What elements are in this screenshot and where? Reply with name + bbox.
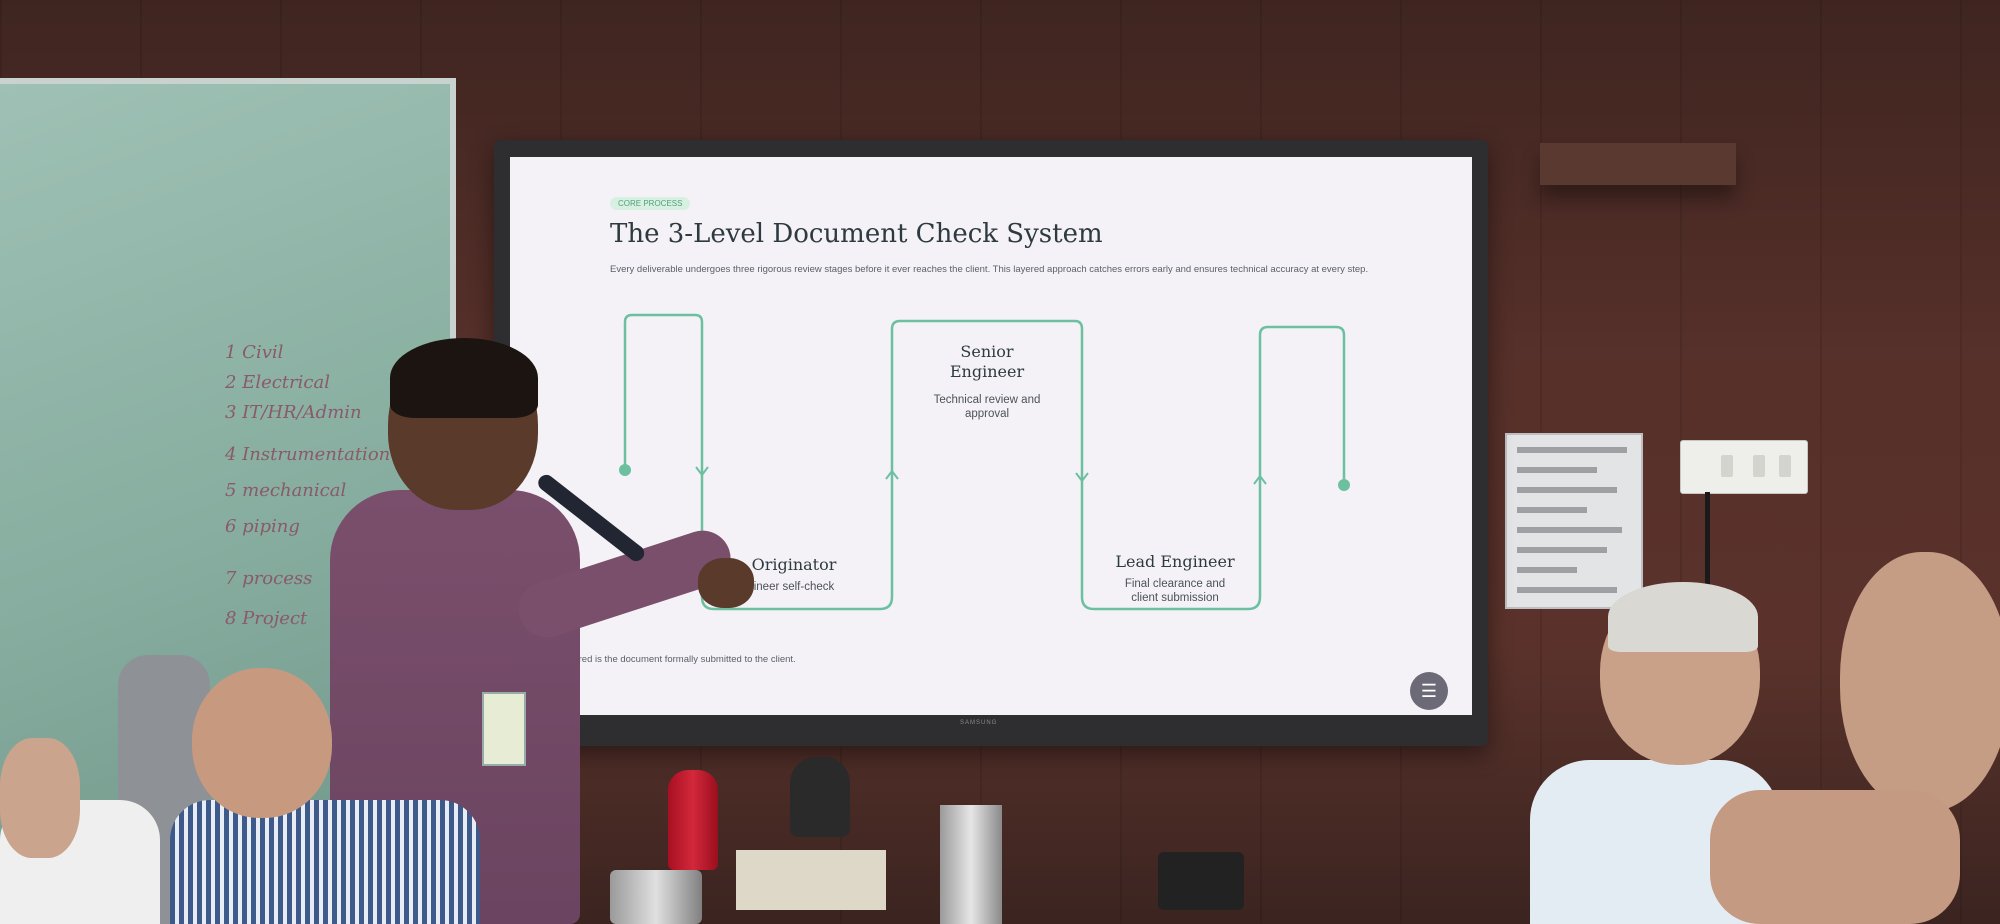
audience-member-head	[1840, 552, 2000, 812]
stage-title-lead-engineer: Lead Engineer	[1115, 552, 1235, 571]
slide-tag: CORE PROCESS	[610, 197, 691, 210]
router-device	[1158, 852, 1244, 910]
presentation-slide: CORE PROCESS The 3-Level Document Check …	[510, 157, 1472, 715]
flow-path	[623, 313, 1346, 611]
slide-title: The 3-Level Document Check System	[610, 219, 1103, 249]
audience-member-hair	[1608, 582, 1758, 652]
whiteboard-line: 1 Civil	[225, 342, 284, 363]
whiteboard-line: 8 Project	[225, 608, 308, 629]
conference-camera	[790, 757, 850, 837]
wall-shelf	[1540, 143, 1736, 185]
red-water-bottle	[668, 770, 718, 870]
presenter-hair	[390, 338, 538, 418]
power-cable	[1705, 492, 1710, 592]
stage-title-originator: Originator	[751, 555, 837, 574]
stage-title-senior-engineer: Senior Engineer	[949, 342, 1025, 381]
stage-subtitle-senior-engineer: Technical review and approval	[933, 394, 1041, 420]
tv-brand-logo: SAMSUNG	[960, 720, 998, 726]
whiteboard-line: 6 piping	[225, 516, 300, 537]
flow-arrows	[695, 466, 1267, 485]
power-socket	[1680, 440, 1808, 494]
audience-member-head	[192, 668, 332, 818]
hamburger-icon[interactable]: ☰	[1410, 672, 1448, 710]
audience-member-striped-shirt	[170, 800, 480, 924]
slide-description: Every deliverable undergoes three rigoro…	[610, 264, 1369, 275]
whiteboard-line: 3 IT/HR/Admin	[225, 402, 362, 423]
audience-member-clasped-hands	[1710, 790, 1960, 924]
flow-start-dot	[619, 464, 631, 476]
wall-notice-sheet	[1505, 433, 1643, 609]
desk-box	[736, 850, 886, 910]
audience-member-hand	[0, 738, 80, 858]
stage-subtitle-lead-engineer: Final clearance and client submission	[1124, 578, 1226, 604]
presenter-hand	[698, 558, 754, 608]
flow-end-dot	[1338, 479, 1350, 491]
steel-jar	[610, 870, 702, 924]
process-flow-diagram	[619, 313, 1350, 611]
whiteboard-line: 4 Instrumentation	[225, 444, 391, 465]
whiteboard-line: 2 Electrical	[225, 372, 330, 393]
slide-footer: e levels are cleared is the document for…	[510, 654, 796, 665]
id-badge	[482, 692, 526, 766]
stage-subtitle-originator: ineer self-check	[753, 581, 835, 593]
steel-flask	[940, 805, 1002, 924]
whiteboard-line: 7 process	[225, 568, 313, 589]
whiteboard-line: 5 mechanical	[225, 480, 347, 501]
